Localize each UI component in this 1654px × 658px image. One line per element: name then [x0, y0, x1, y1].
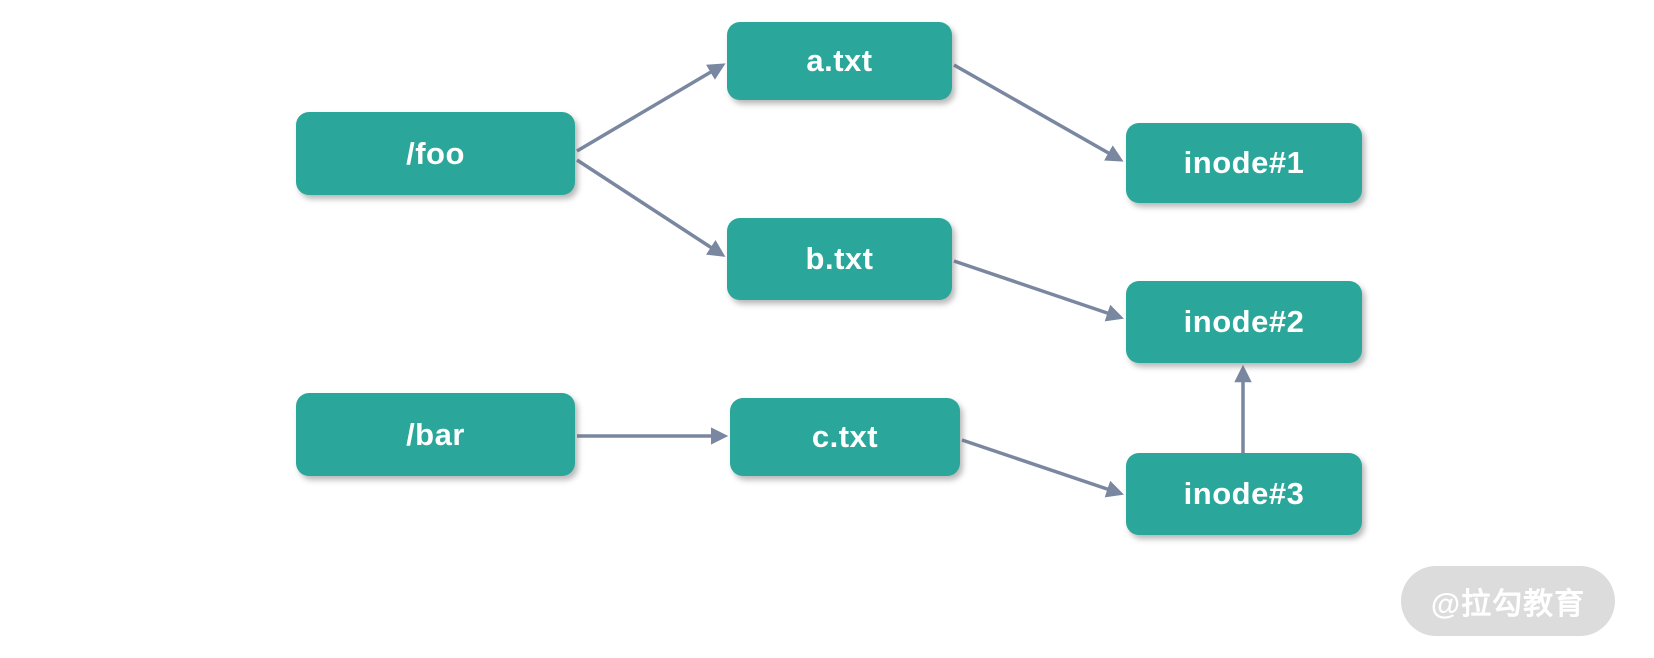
node-inode1: inode#1	[1126, 123, 1362, 203]
node-c-txt: c.txt	[730, 398, 960, 476]
node-a-txt: a.txt	[727, 22, 952, 100]
node-inode3: inode#3	[1126, 453, 1362, 535]
edge-b-txt-to-inode2	[953, 259, 1124, 322]
edge-a-txt-to-inode1	[953, 63, 1124, 162]
node-b-txt: b.txt	[727, 218, 952, 300]
node-bar: /bar	[296, 393, 575, 476]
edge-c-txt-to-inode3	[961, 438, 1124, 498]
node-inode2: inode#2	[1126, 281, 1362, 363]
edge-foo-to-b-txt	[576, 158, 726, 257]
node-foo: /foo	[296, 112, 575, 195]
watermark-badge: @拉勾教育	[1401, 566, 1615, 636]
edge-foo-to-a-txt	[576, 63, 726, 153]
